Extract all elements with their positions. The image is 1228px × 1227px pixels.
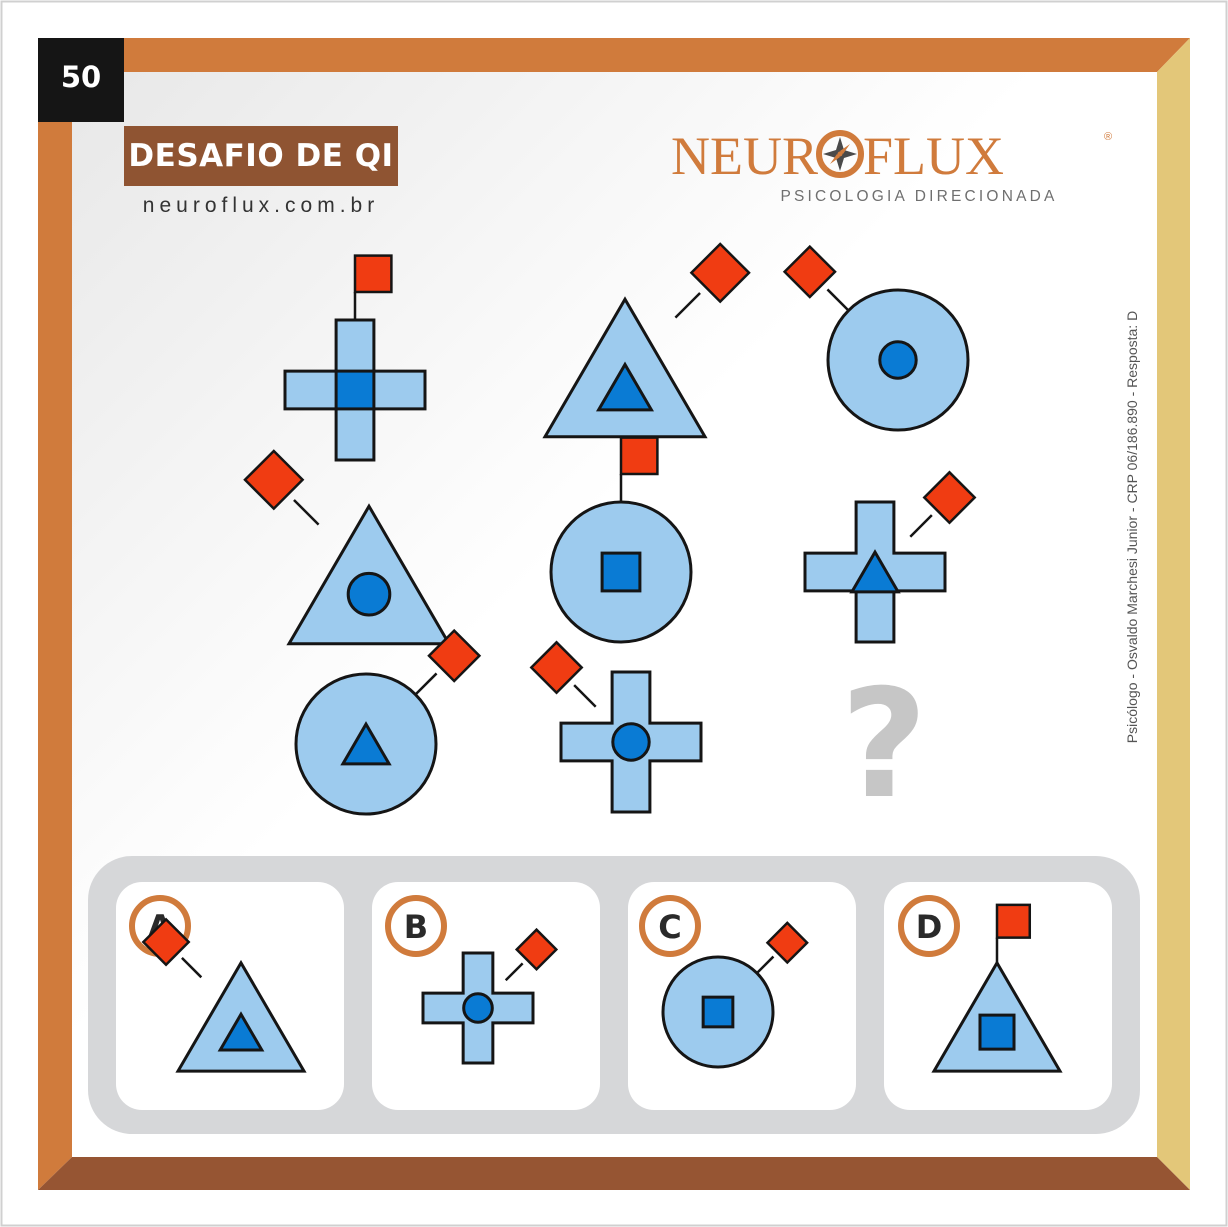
red-flag bbox=[427, 628, 482, 683]
registered-mark: ® bbox=[1104, 131, 1112, 143]
credit-text: Psicólogo - Osvaldo Marchesi Junior - CR… bbox=[1124, 310, 1140, 744]
website-url: neuroflux.com.br bbox=[142, 194, 380, 217]
red-flag bbox=[353, 254, 393, 294]
flag-pole bbox=[909, 514, 933, 538]
option-c[interactable]: C bbox=[639, 895, 809, 1069]
red-flag bbox=[995, 903, 1032, 939]
puzzle-number: 50 bbox=[60, 60, 102, 94]
frame-bottom bbox=[38, 1157, 1190, 1190]
red-flag bbox=[141, 917, 191, 967]
inner-triangle bbox=[217, 1011, 265, 1052]
flag-pole bbox=[573, 684, 597, 708]
option-letter-ring bbox=[385, 895, 447, 957]
answer-tray bbox=[88, 856, 1140, 1134]
frame-top bbox=[38, 38, 1190, 72]
frame-left bbox=[38, 38, 72, 1190]
answer-options: A B C D bbox=[129, 895, 1063, 1073]
option-letter: C bbox=[658, 908, 681, 946]
red-flag bbox=[529, 640, 584, 695]
option-b[interactable]: B bbox=[385, 895, 559, 1065]
option-letter-ring bbox=[898, 895, 960, 957]
option-letter: D bbox=[916, 908, 943, 946]
inner-square bbox=[334, 369, 376, 411]
title-banner: DESAFIO DE QI bbox=[124, 126, 398, 186]
inner-circle bbox=[611, 722, 651, 762]
option-letter: B bbox=[404, 908, 428, 946]
inner-circle bbox=[346, 571, 392, 617]
compass-rose-icon bbox=[816, 130, 864, 178]
option-figure bbox=[661, 921, 809, 1069]
frame-right bbox=[1157, 38, 1190, 1190]
flag-pole bbox=[181, 957, 203, 979]
option-figure bbox=[931, 903, 1063, 1073]
red-flag bbox=[782, 244, 837, 299]
option-letter-ring bbox=[639, 895, 701, 957]
puzzle-number-badge: 50 bbox=[38, 38, 124, 122]
flag-pole bbox=[414, 672, 438, 696]
inner-circle bbox=[462, 992, 494, 1024]
brand-name-right: FLUX bbox=[863, 126, 1004, 186]
inner-triangle bbox=[595, 361, 655, 412]
page-title: DESAFIO DE QI bbox=[128, 138, 394, 174]
red-flag bbox=[619, 436, 659, 476]
grid-figure-5 bbox=[549, 436, 693, 644]
flag-pole bbox=[674, 292, 701, 319]
grid-figure-4 bbox=[243, 449, 452, 646]
inner-triangle bbox=[849, 549, 901, 594]
flag-pole bbox=[293, 499, 320, 526]
option-a[interactable]: A bbox=[129, 895, 307, 1073]
red-flag bbox=[689, 242, 751, 304]
credit-sidebar: Psicólogo - Osvaldo Marchesi Junior - CR… bbox=[1120, 288, 1144, 766]
red-flag bbox=[514, 927, 559, 972]
option-figure bbox=[141, 917, 307, 1073]
question-mark: ? bbox=[840, 658, 927, 832]
flag-pole bbox=[504, 962, 524, 982]
inner-triangle bbox=[340, 721, 392, 766]
red-flag bbox=[243, 449, 305, 511]
brand-wordmark: NEUR FLUX ® bbox=[671, 126, 1112, 186]
brand-name-left: NEUR bbox=[671, 126, 818, 186]
grid-figure-6 bbox=[803, 470, 977, 644]
brand-tagline: PSICOLOGIA DIRECIONADA bbox=[780, 188, 1058, 205]
red-flag bbox=[765, 921, 809, 965]
inner-square bbox=[701, 995, 735, 1029]
inner-square bbox=[978, 1013, 1016, 1051]
flag-pole bbox=[826, 288, 850, 312]
inner-square bbox=[600, 551, 642, 593]
red-flag bbox=[922, 470, 977, 525]
grid-figure-3 bbox=[782, 244, 970, 432]
option-figure bbox=[421, 927, 559, 1065]
puzzle-grid bbox=[243, 242, 977, 816]
grid-figure-7 bbox=[294, 628, 482, 816]
flag-pole bbox=[755, 955, 775, 975]
grid-figure-1 bbox=[283, 254, 427, 462]
grid-figure-8 bbox=[529, 640, 703, 814]
missing-cell: ? bbox=[840, 658, 927, 832]
option-d[interactable]: D bbox=[898, 895, 1063, 1073]
inner-circle bbox=[878, 340, 918, 380]
